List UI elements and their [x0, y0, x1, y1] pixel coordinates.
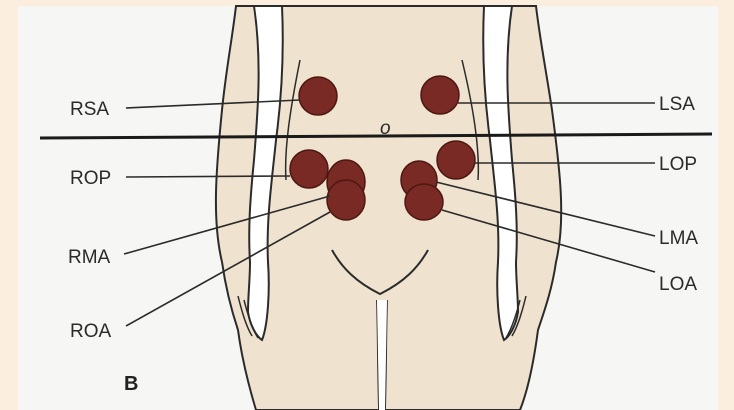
spot-lop	[437, 141, 475, 179]
spot-rop	[290, 150, 328, 188]
label-roa: ROA	[70, 321, 112, 342]
label-lsa: LSA	[659, 94, 695, 115]
spot-lsa	[421, 76, 459, 114]
label-lop: LOP	[659, 154, 697, 175]
label-rop: ROP	[70, 168, 111, 189]
label-lma: LMA	[659, 228, 698, 249]
label-rma: RMA	[68, 247, 111, 268]
label-loa: LOA	[659, 274, 697, 295]
panel-label: B	[124, 373, 138, 395]
navel-mark: o	[380, 118, 391, 139]
spot-roa	[327, 180, 365, 220]
spot-loa	[405, 184, 443, 220]
spot-rsa	[299, 77, 337, 115]
leader-rop	[126, 176, 290, 177]
label-rsa: RSA	[70, 99, 109, 120]
